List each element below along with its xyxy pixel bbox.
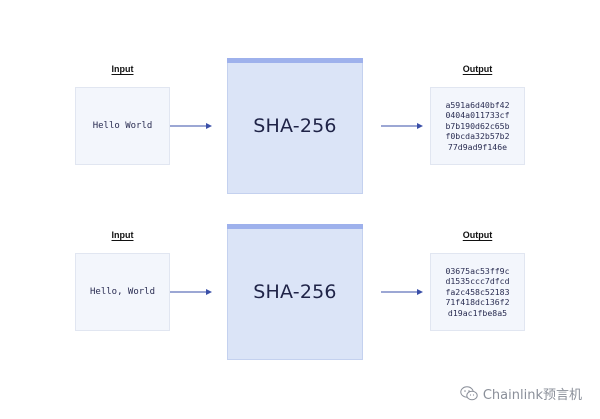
output-label: Output (462, 230, 493, 240)
input-label: Input (111, 64, 134, 74)
input-text: Hello, World (89, 287, 156, 297)
arrow-right-icon (381, 123, 423, 129)
hash-box-top-bar (227, 224, 363, 229)
input-text: Hello World (92, 121, 153, 131)
arrow-right-icon (170, 123, 212, 129)
hash-output-line: a591a6d40bf42 (445, 99, 510, 110)
hash-output-line: 03675ac53ff9c (445, 265, 510, 276)
hash-box-top-bar (227, 58, 363, 63)
wechat-icon (460, 386, 478, 401)
hash-function-box: SHA-256 (227, 58, 363, 194)
hash-output-line: fa2c458c52183 (445, 286, 510, 297)
hash-output-line: 71f418dc136f2 (445, 297, 510, 308)
arrow-right-icon (381, 289, 423, 295)
hash-output-line: 77d9ad9f146e (447, 141, 508, 152)
output-box: a591a6d40bf42 0404a011733cf b7b190d62c65… (430, 87, 525, 165)
hash-output-line: 0404a011733cf (445, 110, 510, 121)
hash-output-line: b7b190d62c65b (445, 120, 510, 131)
input-box: Hello World (75, 87, 170, 165)
hash-output: 03675ac53ff9c d1535ccc7dfcd fa2c458c5218… (445, 266, 509, 318)
hash-flow-row-2: Input Output Hello, World SHA-256 03675a… (0, 224, 600, 364)
hash-flow-row-1: Input Output Hello World SHA-256 a591a6d… (0, 58, 600, 198)
hash-output-line: d19ac1fbe8a5 (447, 307, 508, 318)
watermark-text: Chainlink预言机 (482, 388, 582, 403)
output-box: 03675ac53ff9c d1535ccc7dfcd fa2c458c5218… (430, 253, 525, 331)
hash-output-line: d1535ccc7dfcd (445, 276, 510, 287)
hash-output: a591a6d40bf42 0404a011733cf b7b190d62c65… (445, 100, 509, 152)
arrow-right-icon (170, 289, 212, 295)
hash-function-box: SHA-256 (227, 224, 363, 360)
input-box: Hello, World (75, 253, 170, 331)
hash-output-line: f0bcda32b57b2 (445, 131, 510, 142)
watermark: Chainlink预言机 (460, 384, 582, 403)
hash-function-label: SHA-256 (253, 115, 337, 137)
output-label: Output (462, 64, 493, 74)
input-label: Input (111, 230, 134, 240)
hash-function-label: SHA-256 (253, 281, 337, 303)
